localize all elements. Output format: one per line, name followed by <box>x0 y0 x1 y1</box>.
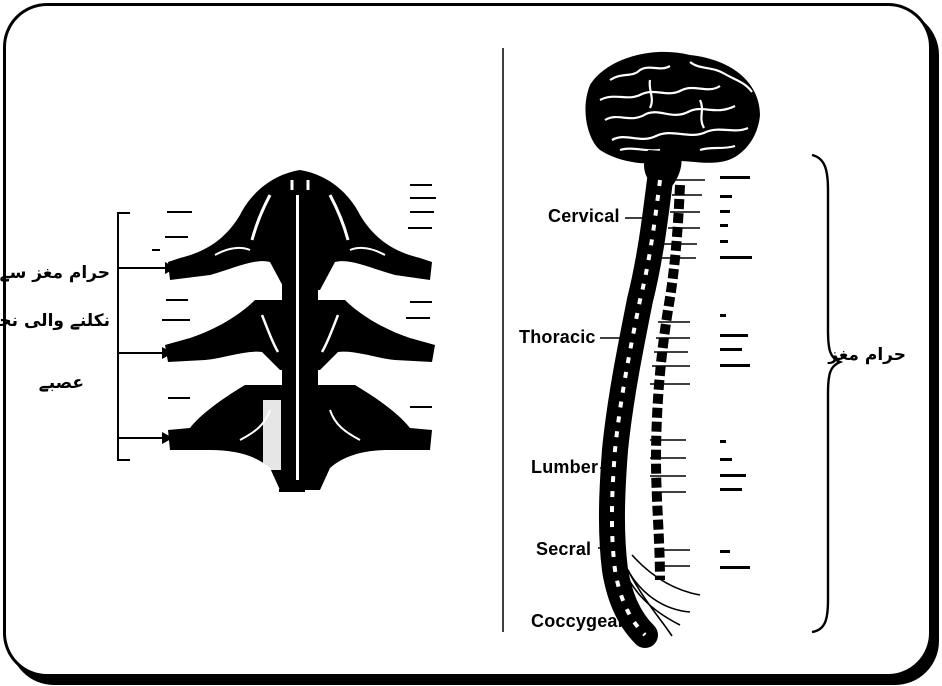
caption-line-2: نکلنے والی نخاعی <box>0 310 110 331</box>
brace-label: حرام مغز <box>828 345 906 365</box>
region-label-secral: Secral <box>536 539 591 560</box>
region-label-cervical: Cervical <box>548 206 620 227</box>
brain-spinal-cord-illustration <box>585 52 840 640</box>
region-label-thoracic: Thoracic <box>519 327 596 348</box>
caption-line-1: حرام مغز سے <box>0 262 110 283</box>
region-label-lumber: Lumber <box>531 457 598 478</box>
region-label-coccygeal: Coccygeal <box>531 611 623 632</box>
spinal-segment-illustration <box>118 170 436 492</box>
caption-line-3: عصبے <box>39 372 84 393</box>
